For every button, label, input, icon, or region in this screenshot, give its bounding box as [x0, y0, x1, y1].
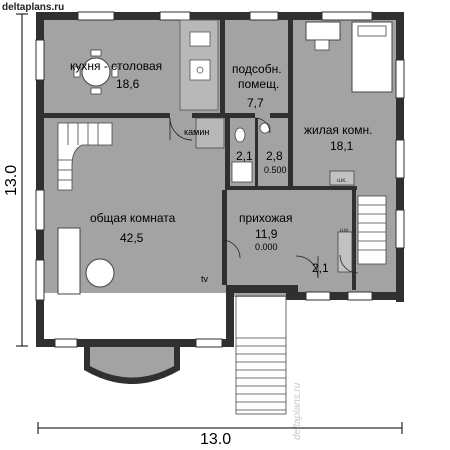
wall-stair-right: [352, 190, 356, 290]
room-labels: кухня - столовая 18,6 подсобн. помещ. 7,…: [70, 59, 373, 284]
sink-icon: [189, 31, 211, 47]
wall-bedroom-bath: [288, 113, 293, 189]
bedroom-furniture: [305, 21, 393, 186]
wall-bath-divider: [255, 118, 258, 190]
bay-window-wall: [84, 347, 180, 384]
wall-bottom-right: [286, 292, 402, 300]
sofa-icon: [57, 227, 81, 295]
wall-living-hall: [222, 190, 227, 285]
door-swing: [339, 254, 359, 274]
fireplace-label: камин: [184, 127, 209, 137]
chair-icon: [90, 49, 102, 57]
kitchen-name: кухня - столовая: [70, 59, 162, 73]
bath-b-area: 2,8: [266, 149, 283, 163]
tv-label: tv: [201, 274, 209, 284]
bedroom-name: жилая комн.: [304, 123, 373, 137]
wall-kitchen-living: [192, 113, 230, 118]
hall-area: 11,9: [255, 227, 278, 241]
window: [77, 11, 115, 21]
door-swing: [254, 117, 271, 134]
window: [249, 11, 279, 21]
kitchen-furniture: [73, 19, 219, 111]
utility-name-line2: помещ.: [238, 77, 279, 91]
coffee-table-icon: [85, 258, 115, 288]
staircase: [357, 195, 387, 265]
staircase: [57, 122, 113, 191]
wall-entry-bottom: [226, 285, 298, 293]
window: [395, 59, 405, 99]
window: [54, 338, 78, 348]
wall-kitchen-utility: [220, 18, 225, 118]
fireplace-icon: [195, 117, 225, 149]
staircase-hall: [337, 195, 387, 273]
wall-bottom-left: [36, 339, 234, 347]
wall-entry-left: [226, 285, 234, 347]
bathroom-fixtures: [231, 122, 271, 183]
dimension-lines: [16, 13, 403, 434]
burner-icon: [196, 66, 204, 74]
chair-icon: [90, 87, 102, 95]
toilet-icon: [234, 127, 246, 143]
staircase-living: [57, 122, 113, 191]
wall-top: [36, 12, 404, 20]
wall-bedroom-bottom: [293, 186, 357, 190]
wardrobe-label: шк.: [337, 177, 347, 184]
living-furniture: [57, 117, 225, 295]
chair-icon: [73, 66, 81, 78]
site-label: deltaplans.ru: [2, 2, 64, 13]
shower-icon: [231, 161, 253, 183]
bedroom-area: 18,1: [330, 139, 354, 153]
wardrobe-label: шк.: [340, 227, 350, 234]
wall-fireplace: [225, 118, 230, 190]
wardrobe-icon: [337, 231, 353, 273]
window: [305, 291, 331, 301]
wall-kitchen-living: [40, 113, 170, 118]
bath-b-level: 0.500: [264, 165, 287, 175]
hall-name: прихожая: [239, 211, 292, 225]
window: [395, 209, 405, 249]
window: [347, 291, 373, 301]
dining-table-icon: [81, 57, 111, 87]
watermark: deltaplans.ru: [292, 382, 303, 440]
window: [195, 338, 223, 348]
window: [395, 139, 405, 179]
living-name: общая комната: [90, 211, 176, 225]
bath-a-area: 2,1: [236, 149, 253, 163]
doors: [169, 117, 359, 279]
window: [321, 11, 373, 21]
interior-walls: [40, 18, 357, 290]
stove-icon: [189, 59, 211, 81]
wall-utility-bedroom: [288, 18, 293, 118]
porch-stairs: [235, 295, 287, 415]
window: [35, 189, 45, 231]
desk-icon: [305, 21, 341, 41]
wall-bath-bottom: [225, 186, 293, 190]
windows: [35, 11, 405, 348]
washbasin-icon: [259, 122, 271, 134]
wall-left: [36, 12, 44, 347]
utility-name-line1: подсобн.: [232, 62, 282, 76]
wall-utility-bottom: [225, 113, 255, 118]
hall-level: 0.000: [255, 242, 278, 252]
living-area: 42,5: [120, 231, 144, 245]
utility-area: 7,7: [247, 96, 264, 110]
closet-area: 2,1: [312, 261, 329, 275]
kitchen-area: 18,6: [116, 77, 140, 91]
porch-frame: [235, 295, 287, 415]
bay-window-floor: [88, 343, 176, 380]
width-dimension-label: 13.0: [200, 431, 231, 448]
pillow-icon: [357, 25, 387, 37]
height-dimension-label: 13.0: [3, 165, 20, 196]
door-swing: [221, 239, 241, 259]
window: [35, 39, 45, 81]
wall-utility-bottom: [270, 113, 293, 118]
window: [159, 11, 191, 21]
window: [35, 259, 45, 301]
wardrobe-icon: [329, 170, 355, 186]
chair-icon: [111, 66, 119, 78]
chair-icon: [314, 39, 330, 51]
